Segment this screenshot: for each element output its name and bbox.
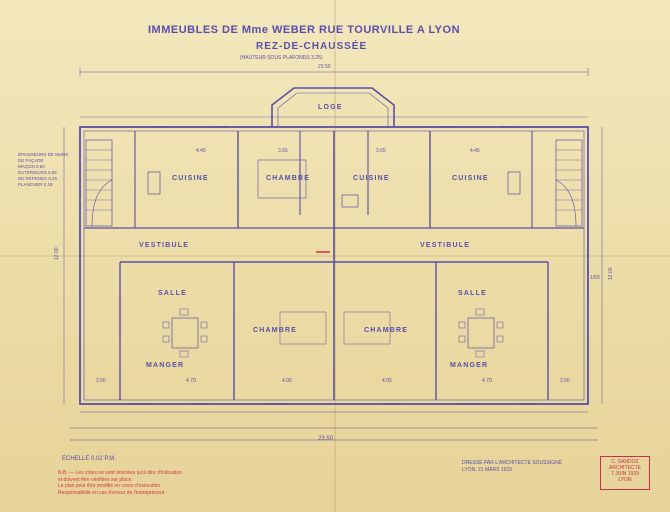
- left-note-line: DE FAÇADE: [18, 158, 44, 163]
- note-line: N.B. — Les cotes ne sont données qu'à ti…: [58, 470, 182, 476]
- architect-stamp: C. SANDOZ ARCHITECTE 7 JUIN 1929 LYON: [600, 456, 650, 490]
- dim-salle-2: 4.70: [482, 378, 492, 384]
- room-cuisine-2: CUISINE: [353, 175, 390, 182]
- dim-right-height: 12.00: [608, 267, 614, 280]
- stamp-line: C. SANDOZ: [611, 459, 639, 465]
- loge-bay-wall: [271, 87, 395, 127]
- room-chambre-3: CHAMBRE: [364, 327, 409, 334]
- left-note-line: EXTÉRIEURS 0.55: [18, 170, 57, 175]
- architect-line: LYON, 21 MARS 1929: [462, 467, 512, 473]
- left-note-line: MAÇON 0.50: [18, 164, 45, 169]
- room-vestibule-2: VESTIBULE: [420, 242, 471, 249]
- side-scale-note: 1/50: [590, 275, 600, 281]
- rug-chambre-right: [343, 311, 391, 345]
- dim-overall-width: 23.50: [318, 436, 334, 442]
- room-vestibule-1: VESTIBULE: [139, 242, 190, 249]
- stair-right-curve: [555, 179, 577, 227]
- table-left: [171, 317, 199, 349]
- room-loge: LOGE: [318, 104, 343, 111]
- left-notes: ÉPAISSEURS DE MURS DE FAÇADE MAÇON 0.50 …: [18, 152, 68, 188]
- note-line: Responsabilité en cas d'erreur de l'entr…: [58, 489, 166, 496]
- dim-cuisine-2: 3.65: [376, 148, 386, 154]
- stamp-line: 7 JUIN 1929: [611, 471, 639, 477]
- dim-salle-1: 4.70: [186, 378, 196, 384]
- rug-chambre-left: [279, 311, 327, 345]
- red-notes-block: N.B. — Les cotes ne sont données qu'à ti…: [58, 470, 248, 496]
- stair-right: [555, 139, 583, 227]
- stove-1: [147, 171, 161, 195]
- stamp-line: LYON: [618, 477, 632, 483]
- room-cuisine-3: CUISINE: [452, 175, 489, 182]
- note-line: et doivent être vérifiées sur place.: [58, 476, 133, 483]
- scale-label: ECHELLE 0.02 P.M.: [62, 456, 116, 462]
- document-subtitle: REZ-DE-CHAUSSÉE: [256, 41, 368, 52]
- fold-line-horizontal: [0, 255, 670, 257]
- dim-bottom-seg-1: 2.00: [96, 378, 106, 384]
- room-manger-2: MANGER: [450, 362, 489, 369]
- architect-signature-block: DRESSÉ PAR L'ARCHITECTE SOUSSIGNÉ LYON, …: [462, 460, 562, 474]
- dim-left-height: 12.00: [54, 247, 60, 260]
- stair-left-curve: [91, 179, 113, 227]
- left-note-line: PLANCHER 0.18: [18, 182, 53, 187]
- bed: [257, 159, 307, 199]
- dim-chambre-2: 4.05: [282, 378, 292, 384]
- dim-chambre-1: 3.65: [278, 148, 288, 154]
- room-chambre-1: CHAMBRE: [266, 175, 311, 182]
- left-note-line: DE REFENDS 0.25: [18, 176, 58, 181]
- stair-left: [85, 139, 113, 227]
- stamp-line: ARCHITECTE: [609, 465, 641, 471]
- room-cuisine-1: CUISINE: [172, 175, 209, 182]
- room-salle-2: SALLE: [458, 290, 487, 297]
- dim-chambre-3: 4.05: [382, 378, 392, 384]
- fold-line-vertical: [334, 0, 336, 512]
- note-line: Le plan peut être modifié en cours d'exé…: [58, 483, 162, 489]
- room-salle-1: SALLE: [158, 290, 187, 297]
- room-chambre-2: CHAMBRE: [253, 327, 298, 334]
- dim-cuisine-3: 4.45: [470, 148, 480, 154]
- outer-wall: [79, 126, 589, 405]
- document-title: IMMEUBLES DE Mme WEBER RUE TOURVILLE A L…: [148, 24, 461, 36]
- room-manger-1: MANGER: [146, 362, 185, 369]
- left-note-line: ÉPAISSEURS DE MURS: [18, 152, 69, 157]
- stove-3: [341, 194, 359, 208]
- dim-cuisine-1: 4.45: [196, 148, 206, 154]
- stove-2: [507, 171, 521, 195]
- architect-line: DRESSÉ PAR L'ARCHITECTE SOUSSIGNÉ: [462, 460, 563, 466]
- table-right: [467, 317, 495, 349]
- dim-bottom-seg-2: 2.00: [560, 378, 570, 384]
- loge-bay-inner: [277, 92, 389, 127]
- dim-top-width: 23.50: [318, 64, 331, 70]
- height-note: (HAUTEUR SOUS PLAFONDS 3.25): [240, 55, 323, 61]
